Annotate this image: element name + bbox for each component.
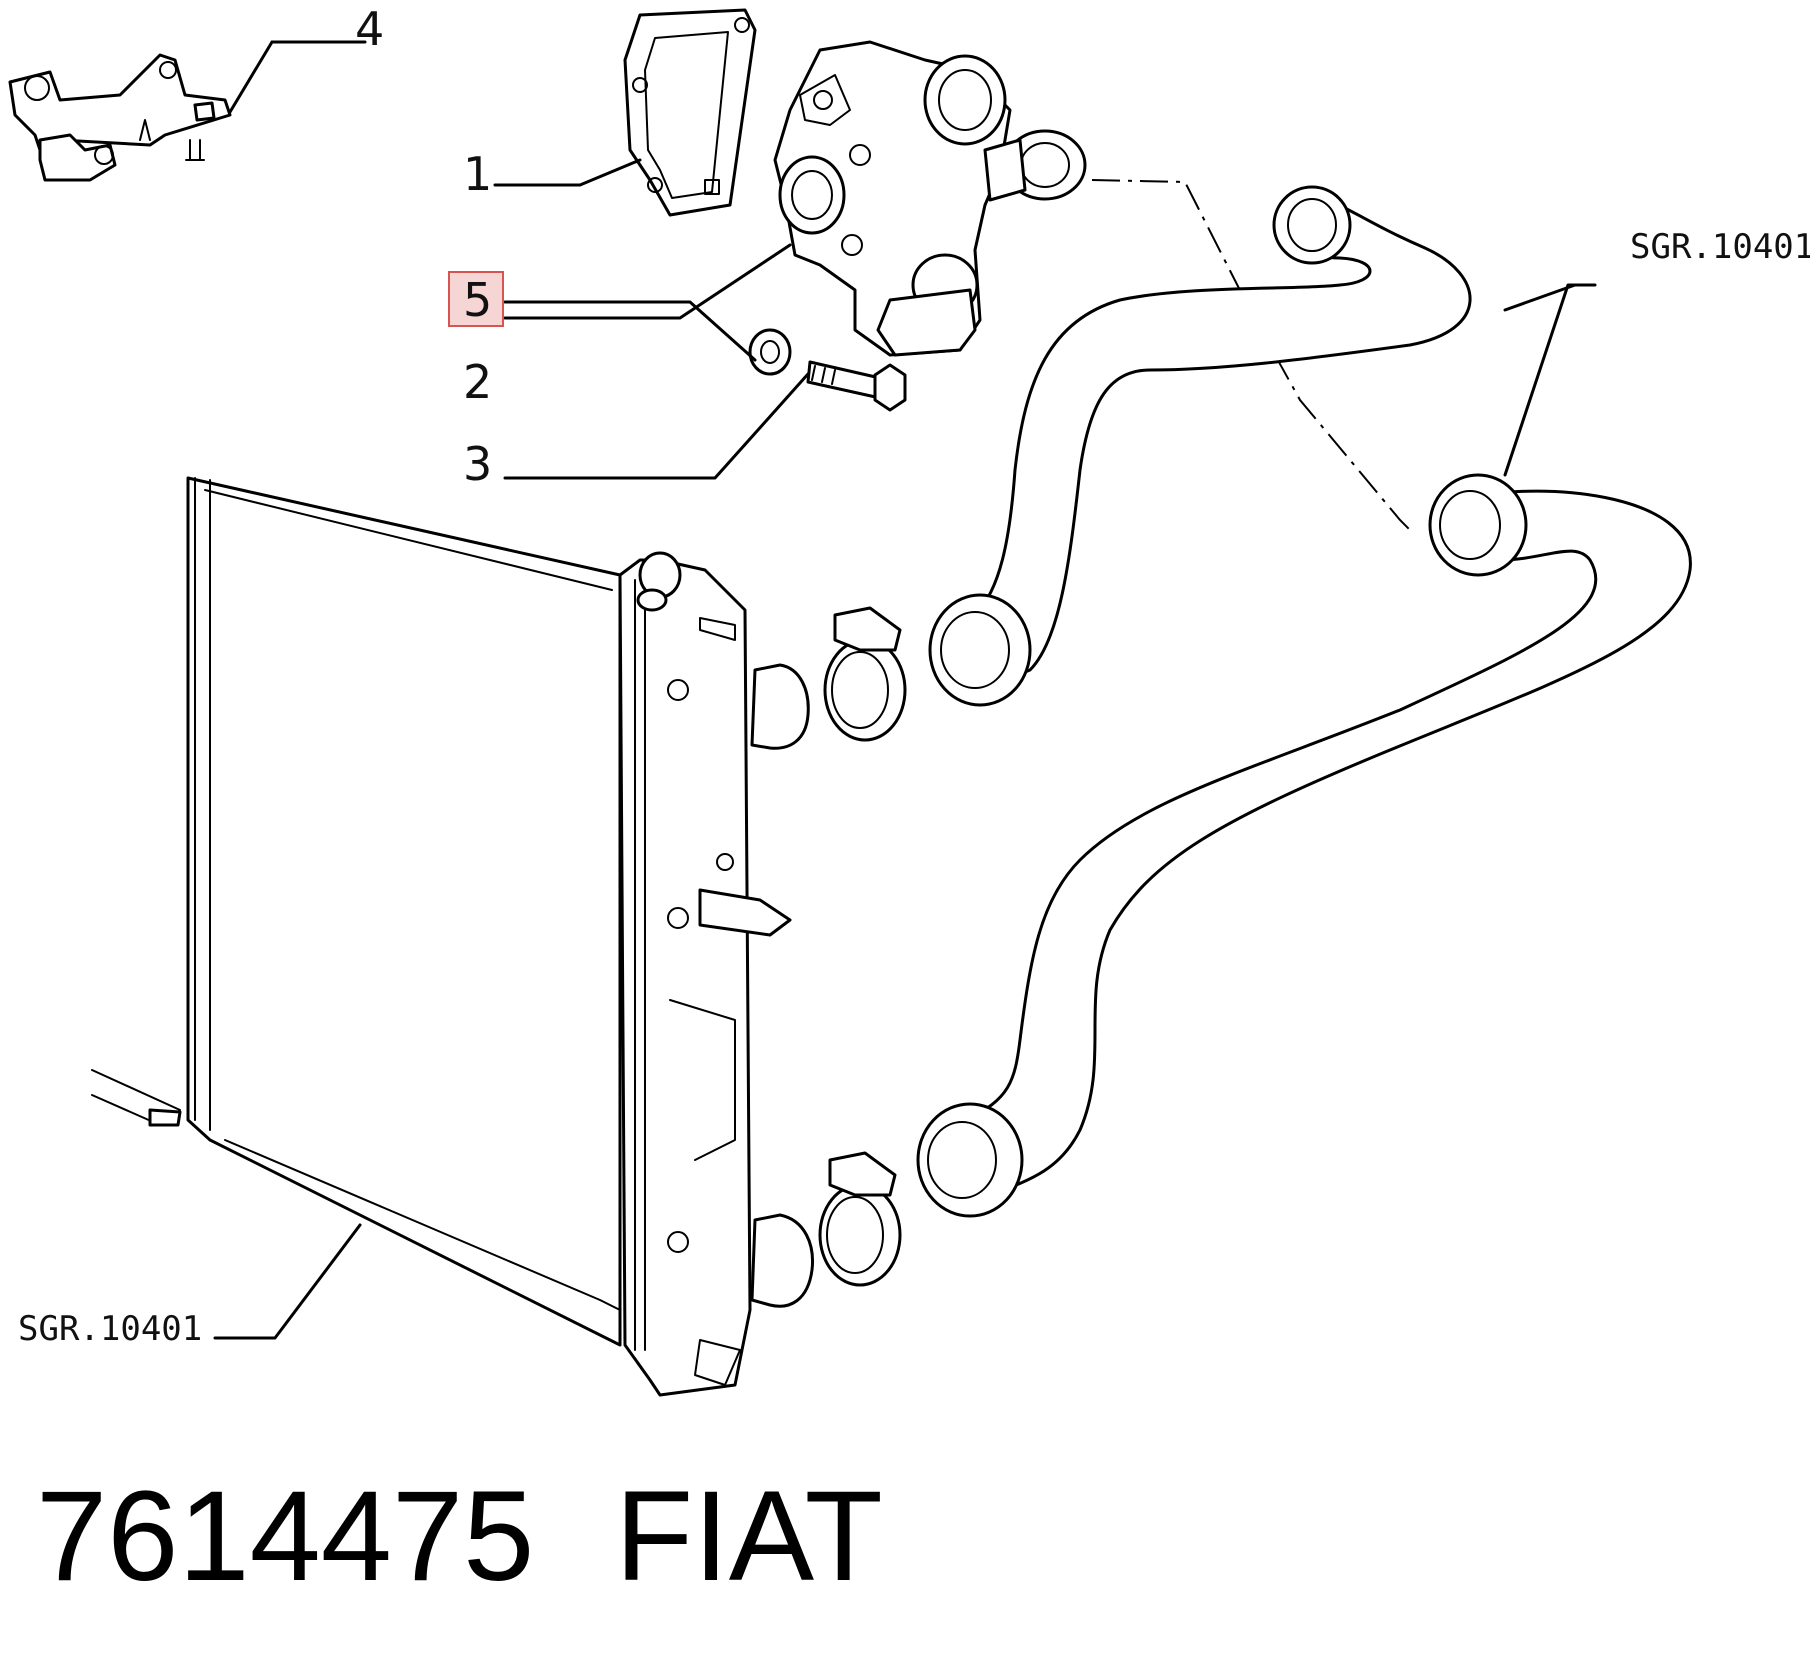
callout-number-4[interactable]: 4 [355, 2, 384, 56]
thermostat-housing-part-5 [773, 40, 1087, 357]
callout-number-2[interactable]: 2 [463, 355, 492, 409]
callout-number-3[interactable]: 3 [463, 437, 492, 491]
gasket-part-1 [623, 8, 757, 217]
part-number: 7614475 [36, 1465, 534, 1608]
bracket-part-4 [8, 53, 232, 182]
ref-label-upper-right[interactable]: SGR.10401 [1630, 227, 1810, 267]
hose-clamp-lower [818, 1151, 902, 1287]
callout-number-1[interactable]: 1 [463, 147, 492, 201]
selected-part-highlight [448, 271, 504, 327]
washer-part-2 [748, 328, 792, 376]
radiator [91, 476, 815, 1397]
upper-hose [928, 185, 1472, 707]
callout-leaders [213, 40, 1597, 1340]
callout-number-5[interactable]: 5 [463, 273, 492, 327]
ref-label-lower-left[interactable]: SGR.10401 [18, 1309, 202, 1349]
hose-clamp-upper [823, 606, 907, 742]
bolt-part-3 [806, 360, 907, 412]
brand-name: FIAT [615, 1465, 883, 1608]
lower-hose [916, 473, 1692, 1218]
